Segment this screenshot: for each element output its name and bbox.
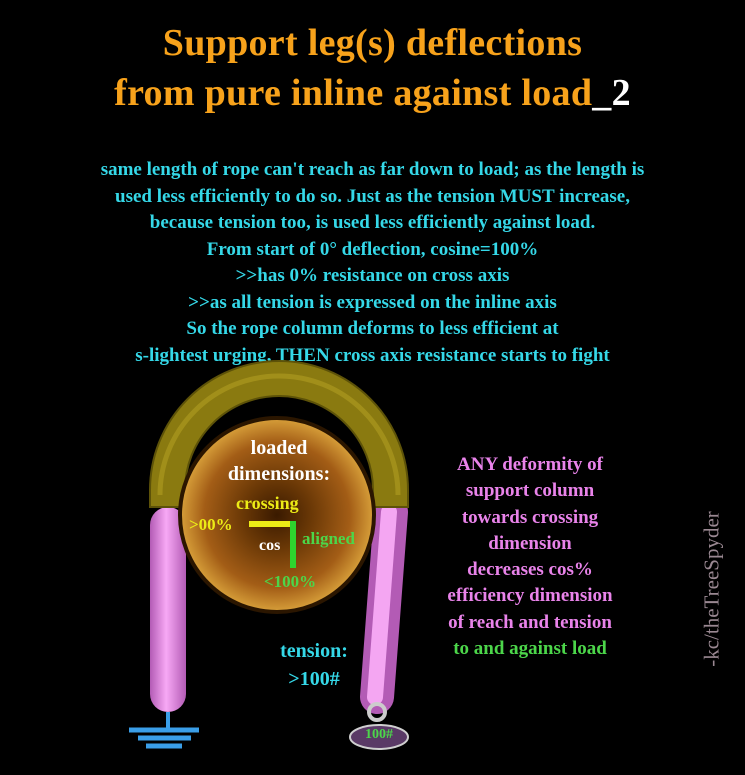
side-note-line: towards crossing: [461, 506, 599, 528]
side-note-line: decreases cos%: [467, 559, 593, 581]
load-value: 100#: [365, 727, 393, 742]
side-note-last-line: to and against load: [453, 638, 607, 660]
description-line: From start of 0° deflection, cosine=100%: [206, 238, 539, 260]
title-line-2: from pure inline against load_2: [0, 70, 745, 116]
tension-label: tension: >100#: [258, 637, 370, 693]
description-line: used less efficiently to do so. Just as …: [115, 185, 630, 207]
left-rope-leg: [150, 507, 186, 712]
description: same length of rope can't reach as far d…: [0, 157, 745, 369]
description-line: So the rope column deforms to less effic…: [186, 318, 559, 339]
ground-icon: [129, 712, 199, 749]
crossing-label: crossing: [236, 493, 299, 513]
tension-title: tension:: [280, 640, 348, 662]
side-note-line: of reach and tension: [448, 611, 612, 633]
circle-heading-line-1: loaded: [250, 437, 308, 459]
load-weight: [349, 724, 409, 750]
title-number: _2: [592, 72, 631, 114]
cos-label: cos: [259, 537, 281, 554]
description-line: because tension too, is used less effici…: [149, 212, 596, 233]
loaded-dimensions-circle: [178, 416, 376, 614]
side-note-line: dimension: [488, 532, 572, 554]
side-note: ANY deformity of support column towards …: [410, 452, 650, 662]
load-ring-icon: [367, 702, 387, 722]
description-line: s-lightest urging, THEN cross axis resis…: [135, 344, 610, 366]
side-note-line: efficiency dimension: [447, 585, 613, 607]
aligned-label: aligned: [302, 529, 355, 548]
tension-value: >100#: [288, 668, 340, 690]
aligned-value: <100%: [264, 572, 317, 591]
title-line-1: Support leg(s) deflections: [162, 22, 583, 64]
description-line: >>has 0% resistance on cross axis: [235, 265, 510, 286]
side-note-line: support column: [465, 480, 595, 502]
title-line-2-text: from pure inline against load: [114, 72, 593, 114]
signature: -kc/theTreeSpyder: [699, 511, 724, 667]
side-note-line: ANY deformity of: [457, 454, 603, 475]
description-line: same length of rope can't reach as far d…: [100, 159, 645, 180]
crossing-value: >00%: [189, 515, 233, 534]
description-line: >>as all tension is expressed on the inl…: [188, 291, 557, 313]
circle-heading-line-2: dimensions:: [227, 463, 331, 485]
right-rope-leg-highlight: [367, 504, 397, 705]
